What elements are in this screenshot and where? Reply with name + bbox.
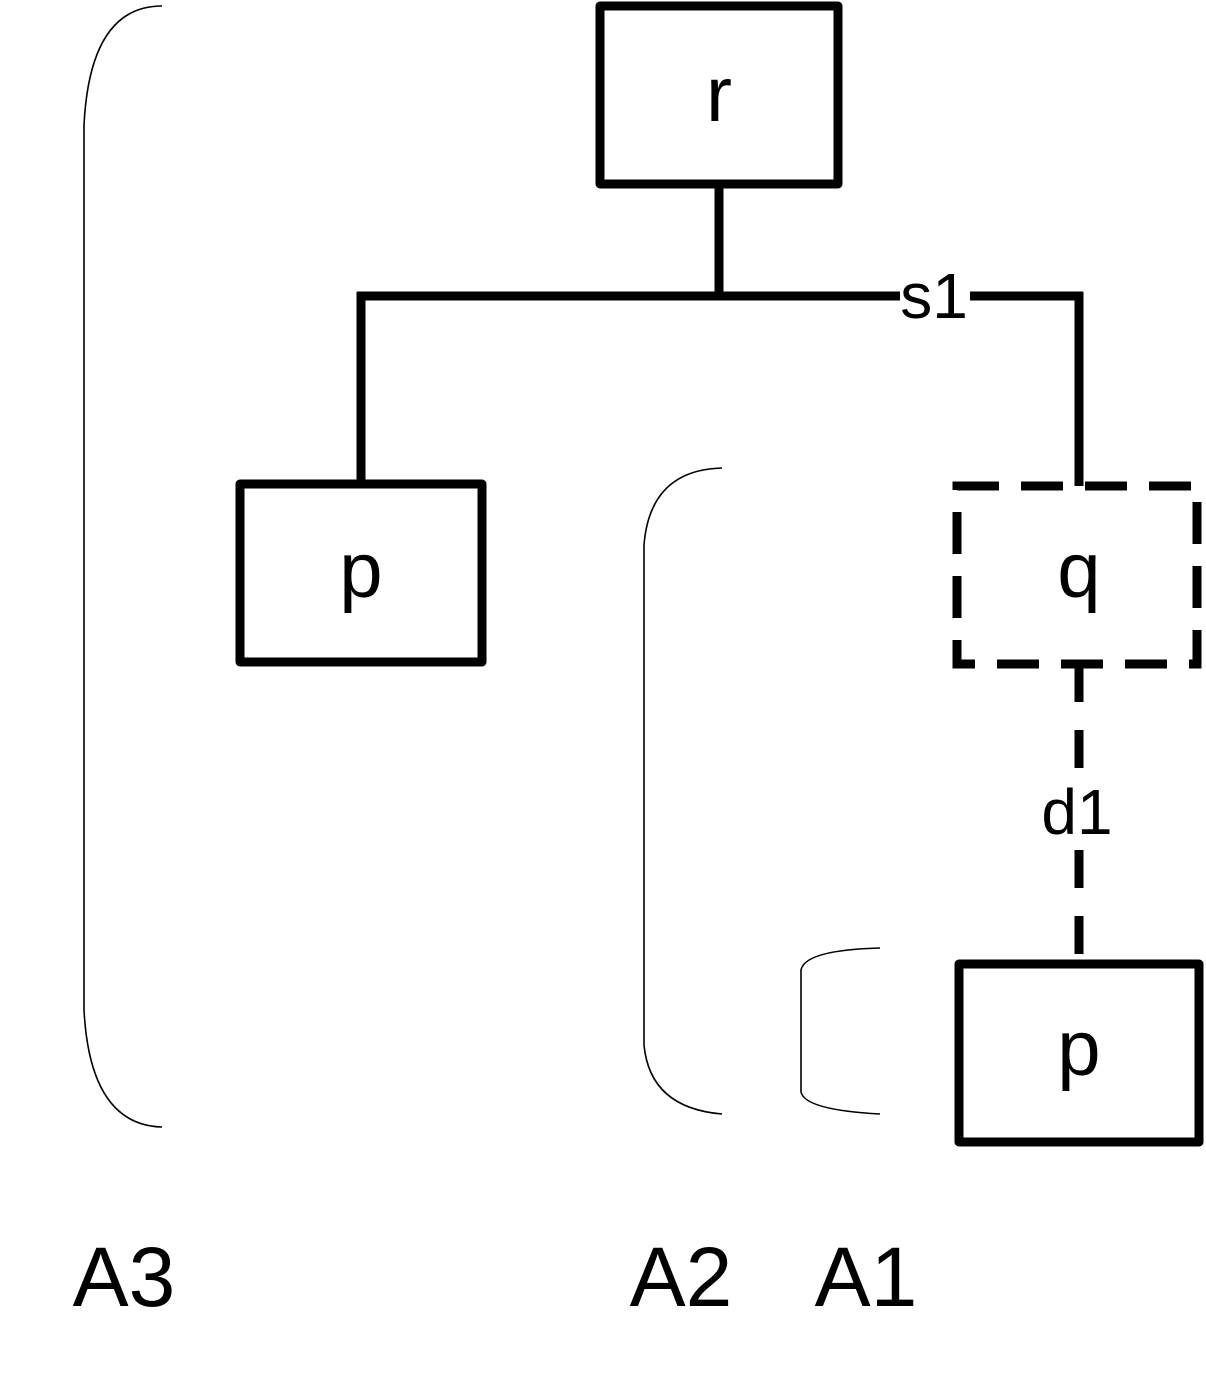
node-bottom-child-label: p — [1057, 1004, 1100, 1092]
node-bottom-child — [954, 959, 1204, 1147]
node-root-label: r — [706, 50, 732, 138]
bracket-label-a1: A1 — [815, 1230, 918, 1324]
bracket-label-a2: A2 — [630, 1230, 733, 1324]
bracket-label-a3: A3 — [73, 1230, 176, 1324]
node-left-child — [235, 479, 487, 667]
bracket-a2 — [643, 467, 723, 1115]
edge-label-d1: d1 — [1041, 776, 1112, 848]
bracket-a3 — [83, 5, 163, 1128]
node-left-child-label: p — [339, 526, 382, 614]
node-root — [595, 1, 843, 189]
node-right-child-label: q — [1057, 526, 1100, 614]
edge-label-s1: s1 — [900, 260, 968, 332]
bracket-a1 — [800, 947, 881, 1115]
node-right-child — [952, 481, 1202, 669]
